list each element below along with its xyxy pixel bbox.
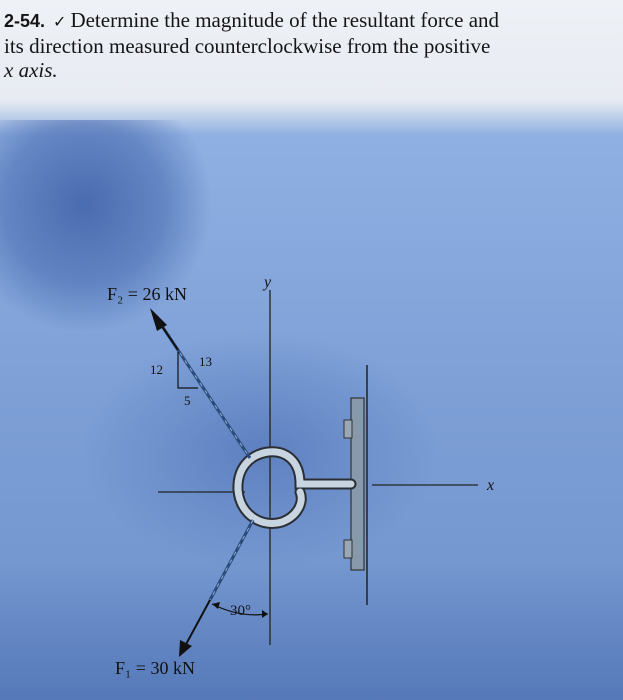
problem-line-2: its direction measured counterclockwise … [4, 34, 491, 58]
problem-line-1: Determine the magnitude of the resultant… [70, 8, 500, 32]
eye-hook-highlight [234, 448, 355, 527]
problem-line-3: x axis. [4, 58, 58, 82]
check-mark-icon: ✓ [53, 12, 67, 31]
x-axis-label: x [486, 477, 494, 494]
slope-label-5: 5 [184, 393, 191, 408]
force-arrow-f2 [152, 312, 179, 351]
force-arrow-f1 [183, 599, 211, 649]
f1-label: F₁ = 30 kN [115, 658, 195, 678]
cable-f1-strands [209, 519, 254, 601]
slope-triangle [177, 352, 198, 389]
slope-label-12: 12 [150, 362, 163, 377]
arrowhead-f1 [179, 640, 192, 657]
f2-label: F₂ = 26 kN [107, 284, 187, 304]
angle-arc-arrow [212, 602, 220, 609]
angle-arc-arrow-right [262, 610, 268, 618]
shadow-overlay [0, 120, 210, 330]
shadow-overlay-bottom [0, 560, 623, 700]
angle-label: 30° [230, 603, 251, 619]
problem-number: 2-54. [4, 11, 46, 31]
slope-label-13: 13 [199, 354, 212, 369]
bolt-top [343, 419, 353, 439]
y-axis-label: y [262, 274, 272, 291]
bolt-bottom [343, 539, 353, 559]
problem-statement: 2-54. ✓Determine the magnitude of the res… [4, 8, 614, 82]
